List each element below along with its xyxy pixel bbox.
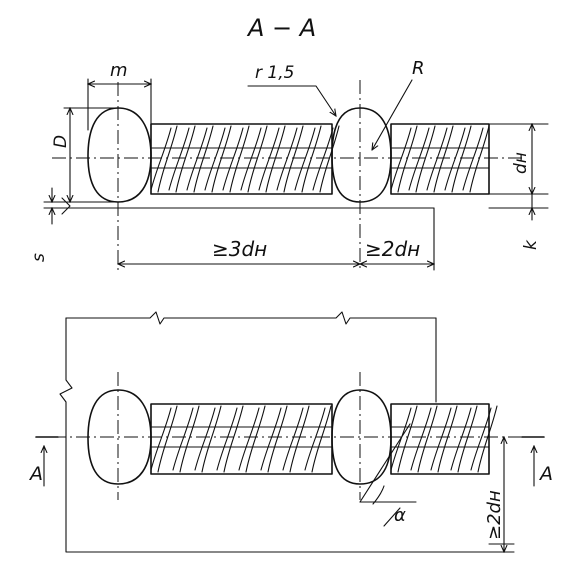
dim-3d-label: ≥3dн — [212, 237, 267, 261]
rib-stroke — [410, 407, 432, 471]
rib-stroke — [260, 407, 282, 471]
rib-stroke — [283, 125, 304, 193]
rib-stroke — [408, 127, 430, 191]
rib-stroke — [186, 127, 208, 191]
rib-stroke — [179, 405, 200, 473]
rib-stroke — [245, 405, 266, 473]
left-break-line — [59, 317, 515, 553]
rib-stroke — [216, 407, 238, 471]
rib-stroke — [276, 127, 298, 191]
section-arrow-right-label: A — [538, 463, 553, 485]
s-break-mark — [61, 197, 71, 215]
plan-view: α A A ≥2dн — [28, 311, 553, 553]
rib-stroke — [194, 407, 216, 471]
rib-stroke — [319, 125, 340, 193]
rib-stroke — [238, 407, 260, 471]
alpha-underline — [383, 507, 401, 527]
rib-stroke — [457, 405, 478, 473]
rib-segment-left-bottom — [150, 403, 333, 475]
rib-stroke — [304, 407, 326, 471]
rib-stroke — [150, 127, 172, 191]
rib-segment-right-bottom — [390, 403, 498, 475]
dim-2d-label: ≥2dн — [365, 237, 420, 261]
rib-stroke — [433, 125, 454, 193]
left-bulb-bottom — [87, 389, 152, 485]
rib-stroke — [426, 127, 448, 191]
rib-stroke — [265, 125, 286, 193]
rib-stroke — [430, 407, 452, 471]
rib-stroke — [282, 407, 304, 471]
rib-stroke — [289, 405, 310, 473]
middle-bulb-bottom — [331, 389, 392, 485]
rib-stroke — [223, 405, 244, 473]
rib-stroke — [201, 405, 222, 473]
r-leader — [247, 85, 336, 116]
top-break-line — [65, 311, 437, 325]
rib-stroke — [462, 127, 484, 191]
rib-stroke — [312, 127, 334, 191]
rib-segment-left-top — [150, 123, 340, 195]
rib-stroke — [172, 407, 194, 471]
rib-stroke — [294, 127, 316, 191]
rib-stroke — [397, 125, 418, 193]
rib-stroke — [175, 125, 196, 193]
middle-bulb-top — [331, 107, 392, 203]
rib-stroke — [240, 127, 262, 191]
left-bulb-top — [87, 107, 152, 203]
rib-stroke — [437, 405, 458, 473]
rib-stroke — [477, 405, 498, 473]
rib-stroke — [258, 127, 280, 191]
rib-stroke — [157, 405, 178, 473]
s-label: s — [29, 253, 49, 262]
rib-stroke — [451, 125, 472, 193]
rib-stroke — [444, 127, 466, 191]
rib-stroke — [450, 407, 472, 471]
rib-stroke — [229, 125, 250, 193]
rib-stroke — [301, 125, 322, 193]
rib-stroke — [157, 125, 178, 193]
rib-stroke — [267, 405, 288, 473]
m-label: m — [110, 60, 128, 81]
k-label: k — [521, 239, 541, 250]
rib-stroke — [417, 405, 438, 473]
rib-stroke — [222, 127, 244, 191]
rib-stroke — [193, 125, 214, 193]
rib-stroke — [168, 127, 190, 191]
rib-stroke — [211, 125, 232, 193]
rib-stroke — [469, 125, 490, 193]
section-arrow-left-label: A — [28, 463, 43, 485]
rib-stroke — [470, 407, 492, 471]
big-r-label: R — [412, 58, 425, 79]
rib-stroke — [397, 405, 418, 473]
rib-stroke — [150, 407, 172, 471]
alpha-label: α — [394, 505, 406, 526]
rib-stroke — [311, 405, 332, 473]
d-label: D — [51, 135, 71, 148]
big-r-leader — [372, 79, 413, 150]
section-view: A − A m r 1,5 — [29, 14, 549, 272]
rib-stroke — [415, 125, 436, 193]
rib-segment-right-top — [390, 123, 490, 195]
section-title: A − A — [246, 14, 316, 42]
alpha-angle-line — [359, 423, 411, 503]
rib-stroke — [204, 127, 226, 191]
dn-label: dн — [511, 152, 531, 174]
alpha-angle-arc — [372, 485, 385, 505]
dim-2d-vertical-label: ≥2dн — [484, 490, 505, 540]
rib-stroke — [247, 125, 268, 193]
r-label: r 1,5 — [255, 63, 294, 83]
rib-stroke — [390, 127, 412, 191]
